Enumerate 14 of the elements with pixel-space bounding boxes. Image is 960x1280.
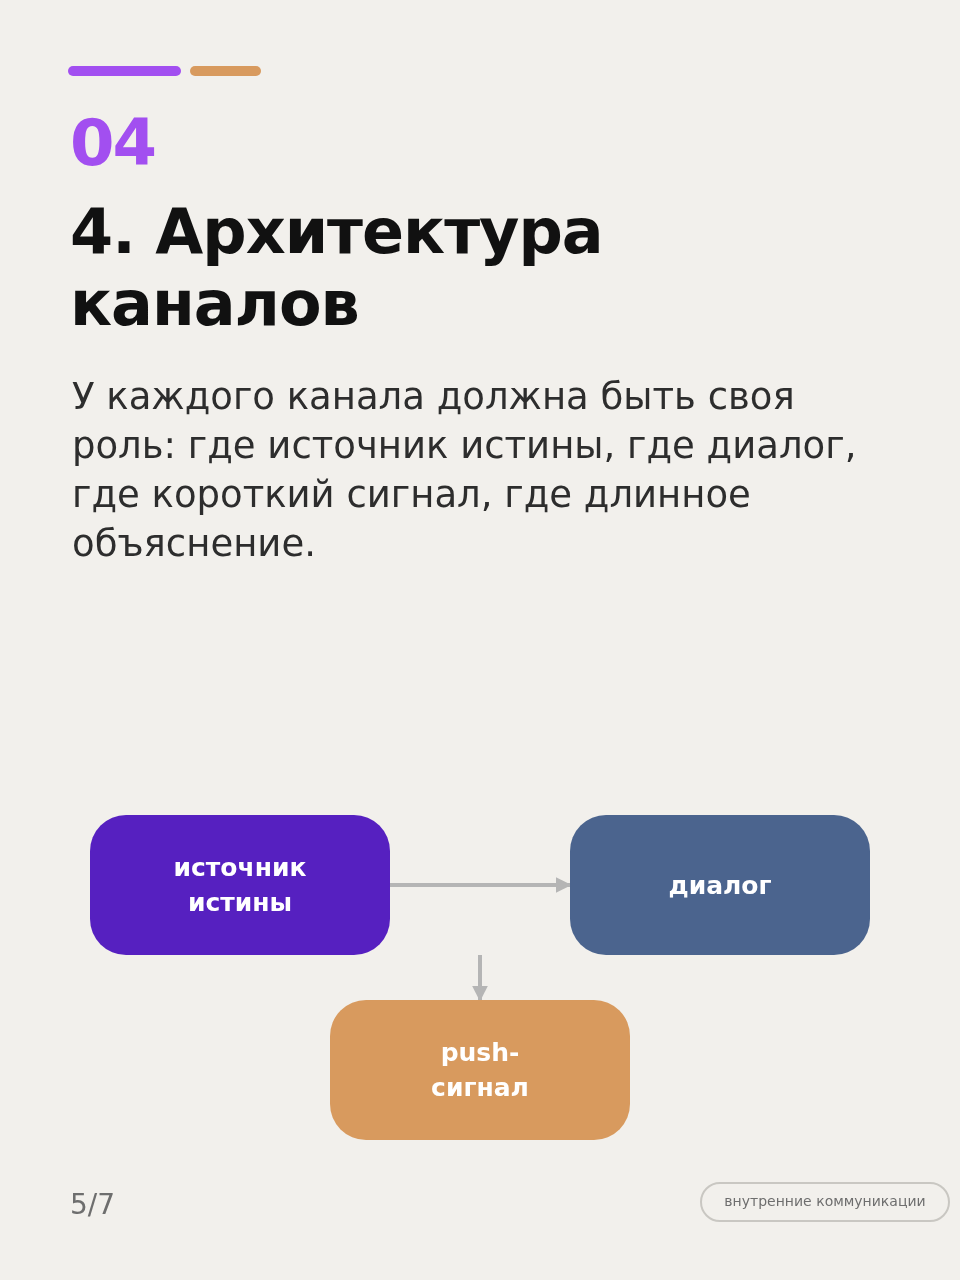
node-label: push-сигнал: [430, 1037, 530, 1104]
arrow: [390, 877, 572, 893]
process-box: [570, 815, 870, 955]
tag-pill: [700, 1182, 950, 1222]
node-label: диалог: [667, 869, 773, 902]
description: У каждого канала должна быть своя роль: где источник истины, где диалог, где короткий сигнал, где длинное объяснение.: [72, 374, 858, 567]
title: 4. Архитектура каналов: [70, 196, 604, 340]
node-label: источник истины: [172, 852, 308, 919]
section-number: 04: [70, 106, 156, 180]
page-number: 5/7: [70, 1188, 116, 1221]
process-box: [330, 1000, 630, 1140]
node-label: внутренние коммуникации: [723, 1192, 927, 1212]
process-box: [90, 815, 390, 955]
arrow: [472, 955, 488, 1002]
